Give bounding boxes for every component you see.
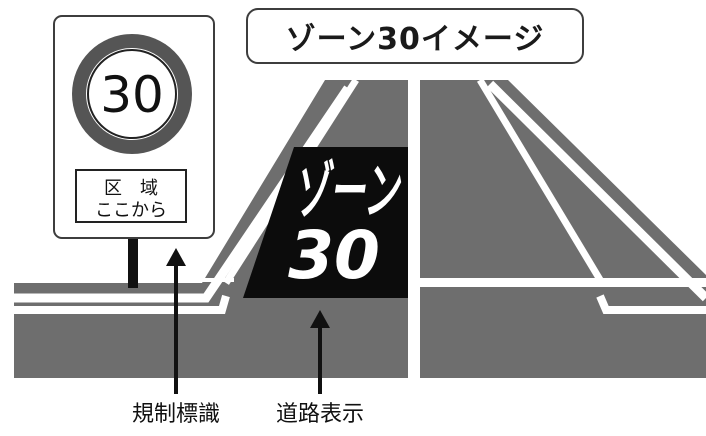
center-divider bbox=[408, 80, 420, 378]
right-edge-line bbox=[486, 80, 706, 302]
arrow-sign-head bbox=[166, 248, 186, 266]
cross-divider bbox=[420, 278, 706, 287]
title-text: ゾーン30イメージ bbox=[285, 22, 545, 57]
label-road-marking: 道路表示 bbox=[276, 402, 365, 427]
sign-subplate bbox=[75, 169, 187, 223]
subplate-line2: ここから bbox=[95, 200, 167, 221]
sign-post bbox=[128, 232, 138, 288]
subplate-line1: 区 域 bbox=[104, 178, 158, 199]
label-regulatory-sign: 規制標識 bbox=[132, 402, 221, 427]
speed-limit-number: 30 bbox=[100, 66, 164, 124]
arrow-marking-head bbox=[310, 310, 330, 328]
road-marking-box bbox=[243, 147, 408, 298]
marking-text-30: 30 bbox=[288, 217, 380, 294]
speed-limit-inner-ring bbox=[87, 49, 177, 139]
cross-divider-left bbox=[14, 278, 234, 282]
crossroad-right-line bbox=[596, 294, 706, 314]
marking-text-zone: ゾーン bbox=[293, 155, 401, 227]
title-box: ゾーン30イメージ bbox=[246, 8, 584, 64]
crossroad-left-line bbox=[14, 294, 230, 314]
upper-right-edge bbox=[477, 78, 605, 285]
speed-limit-inner-border bbox=[86, 48, 178, 140]
